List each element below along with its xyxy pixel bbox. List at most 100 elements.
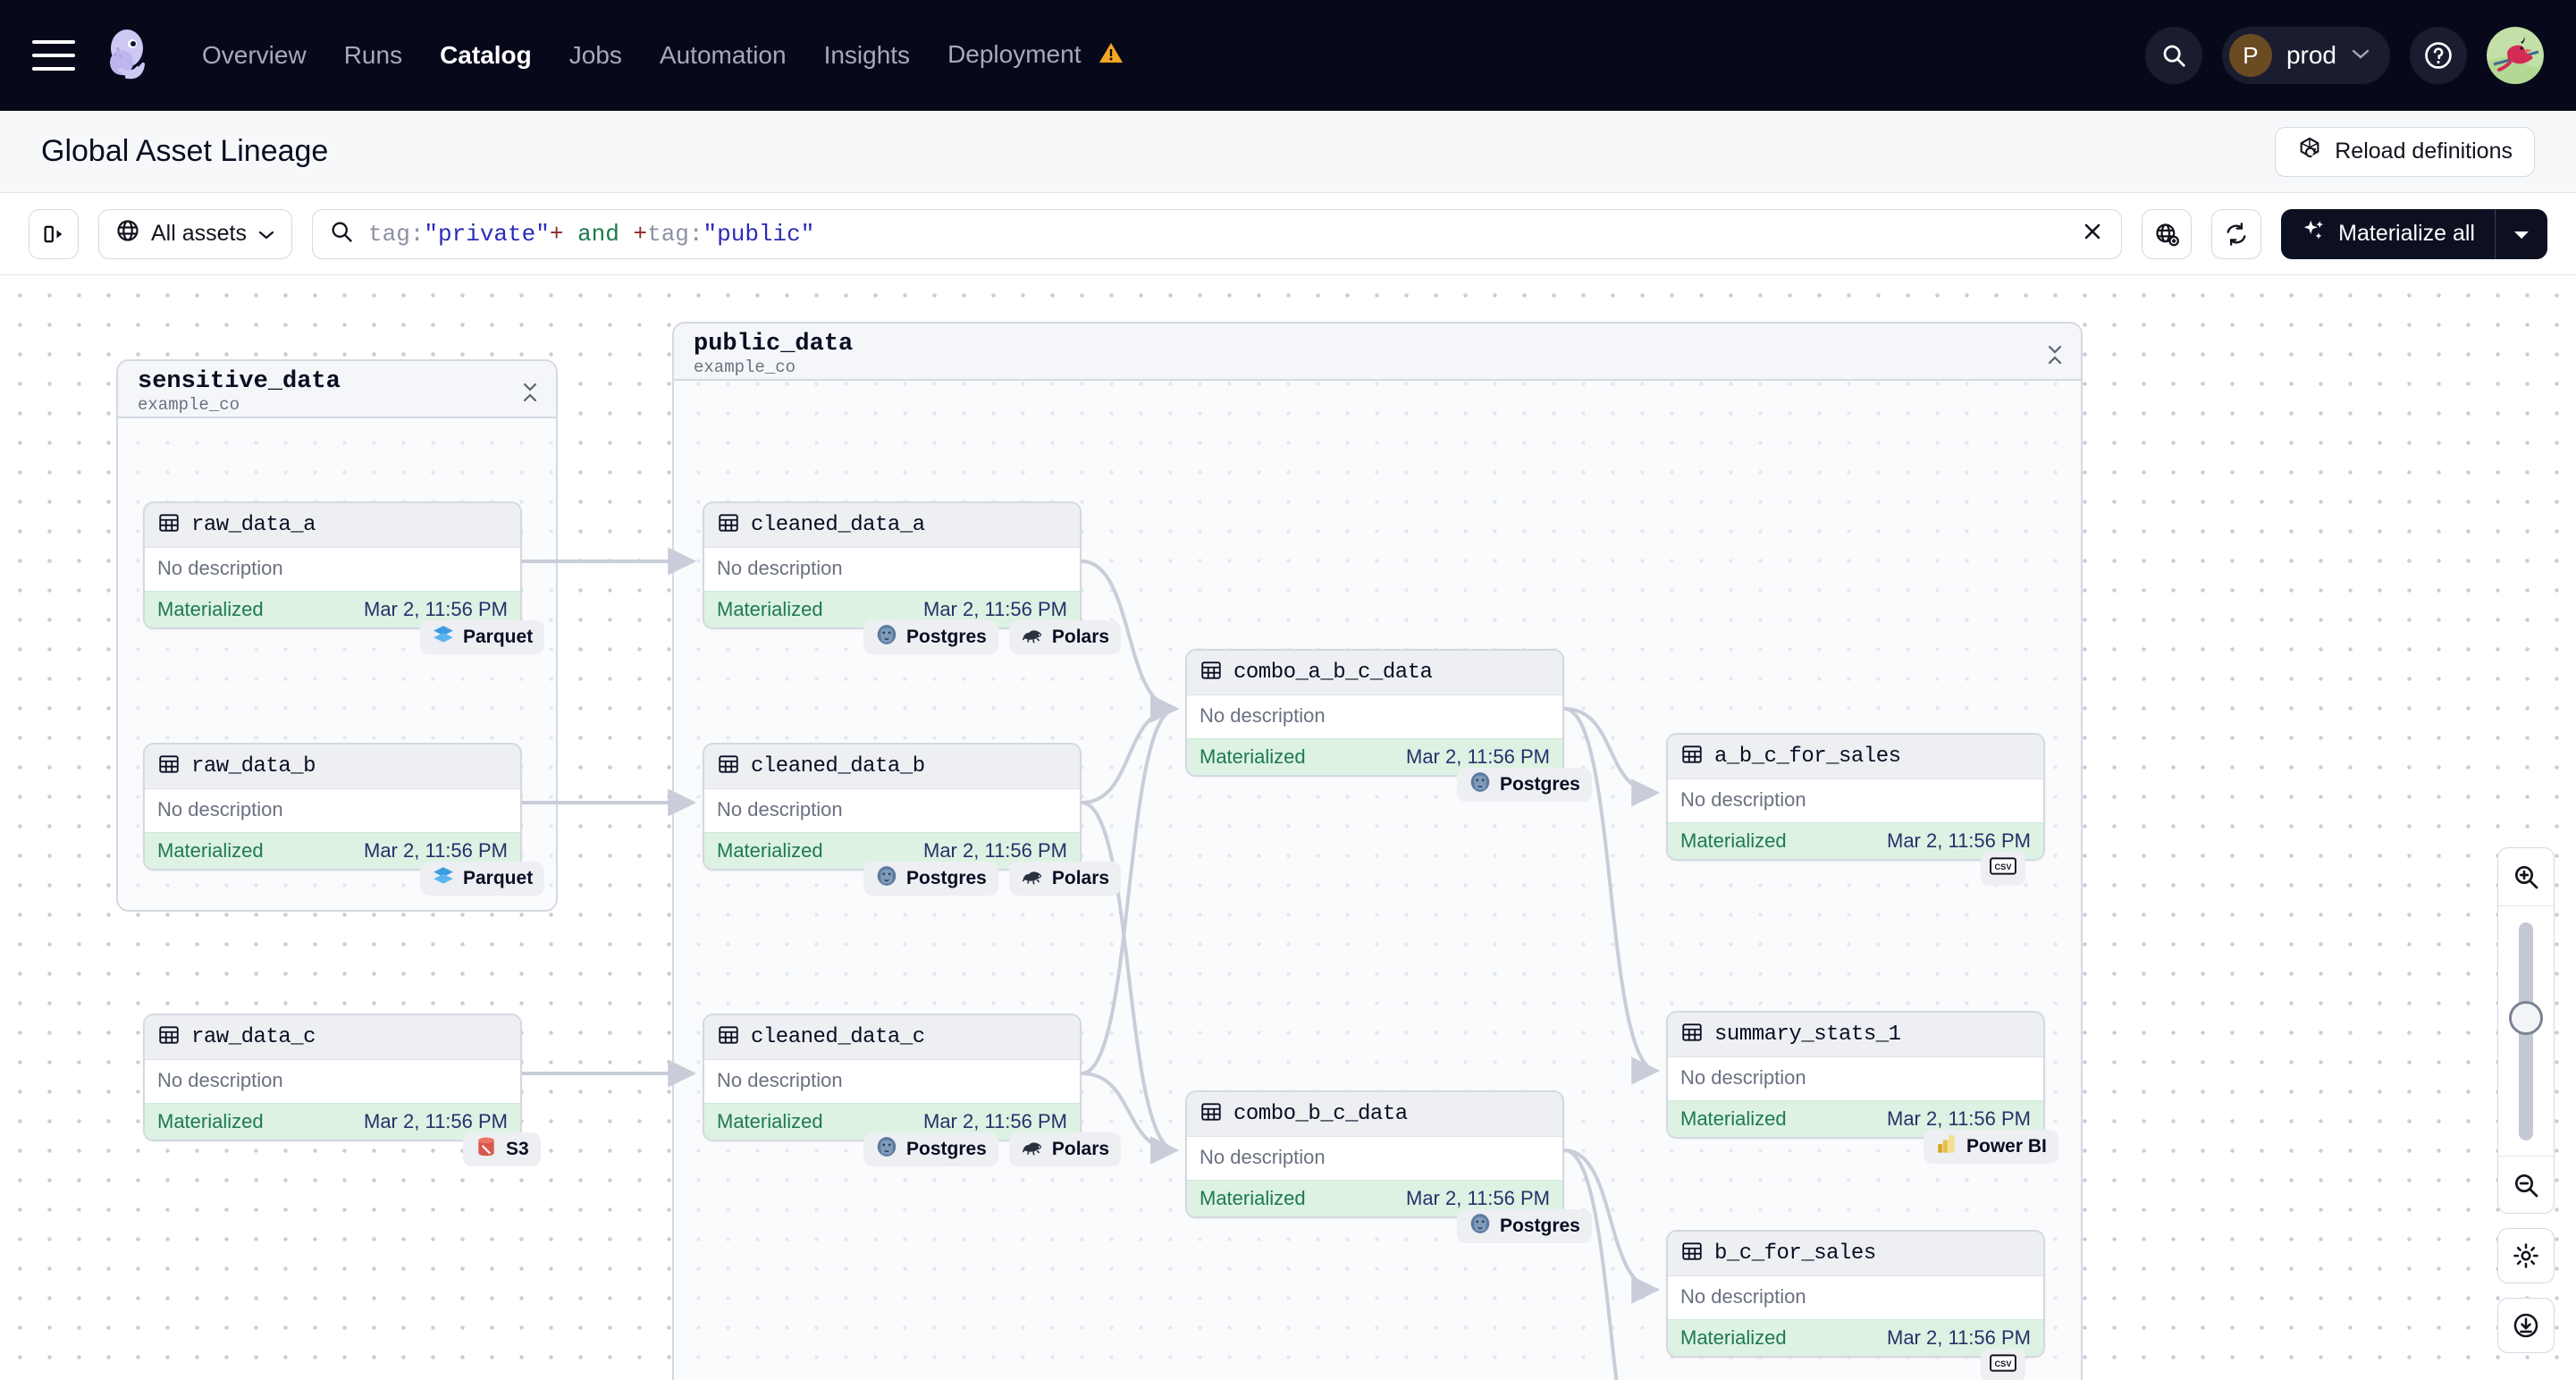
close-icon[interactable] bbox=[2067, 219, 2105, 248]
refresh-icon[interactable] bbox=[2211, 208, 2262, 259]
asset-node-title: raw_data_c bbox=[191, 1025, 316, 1049]
nav-link-insights[interactable]: Insights bbox=[823, 41, 911, 69]
table-icon bbox=[717, 511, 740, 539]
asset-group-header: public_data example_co bbox=[674, 324, 2081, 381]
parquet-icon bbox=[432, 623, 455, 652]
reload-definitions-button[interactable]: Reload definitions bbox=[2275, 126, 2535, 177]
deployment-label: prod bbox=[2286, 41, 2336, 69]
asset-tag[interactable]: Polars bbox=[1008, 862, 1122, 896]
nav-link-runs[interactable]: Runs bbox=[343, 41, 403, 69]
search-input[interactable]: tag:"private"+ and +tag:"public" bbox=[311, 208, 2123, 259]
asset-node-tags: S3 bbox=[463, 1132, 541, 1166]
asset-node-description: No description bbox=[704, 548, 1080, 591]
nav-link-jobs[interactable]: Jobs bbox=[568, 41, 622, 69]
asset-tag[interactable]: Postgres bbox=[1457, 1209, 1592, 1243]
asset-scope-label: All assets bbox=[151, 221, 247, 246]
asset-node-description: No description bbox=[145, 1060, 520, 1103]
asset-tag[interactable]: CSV bbox=[1981, 1349, 2025, 1380]
asset-node-title: summary_stats_1 bbox=[1714, 1022, 1901, 1047]
zoom-out-icon[interactable] bbox=[2498, 1156, 2554, 1213]
collapse-icon[interactable] bbox=[2045, 343, 2065, 371]
collapse-icon[interactable] bbox=[520, 381, 540, 408]
asset-tag[interactable]: Postgres bbox=[863, 620, 998, 654]
asset-tag-label: Postgres bbox=[1500, 1216, 1580, 1236]
nav-link-automation[interactable]: Automation bbox=[659, 41, 787, 69]
asset-tag[interactable]: Parquet bbox=[420, 620, 545, 654]
hamburger-icon[interactable] bbox=[32, 40, 75, 71]
asset-tag[interactable]: Postgres bbox=[863, 862, 998, 896]
materialize-all-button[interactable]: Materialize all bbox=[2281, 208, 2547, 259]
zoom-in-icon[interactable] bbox=[2498, 848, 2554, 905]
asset-node-header: raw_data_a bbox=[145, 503, 520, 548]
materialization-timestamp: Mar 2, 11:56 PM bbox=[923, 839, 1067, 862]
asset-node-tags: CSV bbox=[1981, 1349, 2025, 1380]
parquet-icon bbox=[432, 864, 455, 893]
asset-tag[interactable]: CSV bbox=[1981, 852, 2025, 886]
nav-links: Overview Runs Catalog Jobs Automation In… bbox=[202, 40, 1124, 71]
reload-cube-icon bbox=[2297, 136, 2322, 167]
asset-node-description: No description bbox=[704, 789, 1080, 832]
asset-tag[interactable]: Postgres bbox=[863, 1132, 998, 1166]
nav-link-deployment[interactable]: Deployment bbox=[947, 40, 1124, 71]
globe-plus-icon[interactable] bbox=[2142, 208, 2193, 259]
asset-node-tags: CSV bbox=[1981, 852, 2025, 886]
chevron-down-icon bbox=[257, 221, 275, 247]
asset-scope-select[interactable]: All assets bbox=[98, 208, 292, 259]
asset-node-title: raw_data_a bbox=[191, 513, 316, 537]
nav-link-overview[interactable]: Overview bbox=[202, 41, 307, 69]
asset-node-tags: Postgres bbox=[1457, 1209, 1592, 1243]
asset-tag[interactable]: Postgres bbox=[1457, 768, 1592, 802]
download-icon[interactable] bbox=[2497, 1298, 2555, 1353]
caret-down-icon[interactable] bbox=[2496, 209, 2547, 259]
table-icon bbox=[1200, 659, 1223, 686]
reload-definitions-label: Reload definitions bbox=[2335, 139, 2513, 164]
zoom-slider[interactable] bbox=[2498, 905, 2554, 1156]
asset-tag-label: Postgres bbox=[1500, 774, 1580, 795]
top-navigation-bar: Overview Runs Catalog Jobs Automation In… bbox=[0, 0, 2576, 111]
asset-node-description: No description bbox=[145, 789, 520, 832]
lineage-graph-canvas[interactable]: sensitive_data example_co public_data ex… bbox=[0, 275, 2576, 1380]
user-avatar[interactable] bbox=[2487, 27, 2544, 84]
asset-tag[interactable]: Power BI bbox=[1924, 1130, 2058, 1164]
asset-tag[interactable]: Polars bbox=[1008, 620, 1122, 654]
zoom-slider-thumb[interactable] bbox=[2509, 1001, 2543, 1035]
warning-triangle-icon bbox=[1099, 41, 1124, 71]
svg-text:CSV: CSV bbox=[1994, 1359, 2012, 1368]
deployment-selector[interactable]: P prod bbox=[2221, 27, 2390, 84]
table-icon bbox=[717, 1023, 740, 1051]
materialize-all-main[interactable]: Materialize all bbox=[2281, 209, 2495, 259]
asset-node-header: a_b_c_for_sales bbox=[1668, 735, 2043, 779]
asset-tag[interactable]: Polars bbox=[1008, 1132, 1122, 1166]
table-icon bbox=[157, 753, 181, 780]
asset-node-title: combo_b_c_data bbox=[1233, 1102, 1408, 1126]
deployment-avatar: P bbox=[2228, 34, 2272, 77]
asset-node-title: a_b_c_for_sales bbox=[1714, 745, 1901, 769]
materialization-timestamp: Mar 2, 11:56 PM bbox=[1887, 1107, 2031, 1130]
help-circle-icon[interactable] bbox=[2410, 27, 2467, 84]
search-icon[interactable] bbox=[2144, 27, 2202, 84]
asset-tag[interactable]: S3 bbox=[463, 1132, 541, 1166]
dagster-logo[interactable] bbox=[100, 27, 157, 84]
nav-link-catalog[interactable]: Catalog bbox=[440, 41, 532, 69]
asset-node-description: No description bbox=[145, 548, 520, 591]
asset-tag-label: Power BI bbox=[1966, 1136, 2047, 1157]
polars-icon bbox=[1021, 623, 1044, 652]
postgres-icon bbox=[875, 864, 898, 893]
asset-tag-label: Polars bbox=[1051, 868, 1110, 888]
panel-expand-icon[interactable] bbox=[29, 208, 79, 259]
gear-icon[interactable] bbox=[2497, 1228, 2555, 1283]
asset-tag[interactable]: Parquet bbox=[420, 862, 545, 896]
status-badge: Materialized bbox=[157, 839, 264, 862]
asset-node-description: No description bbox=[1668, 1057, 2043, 1100]
